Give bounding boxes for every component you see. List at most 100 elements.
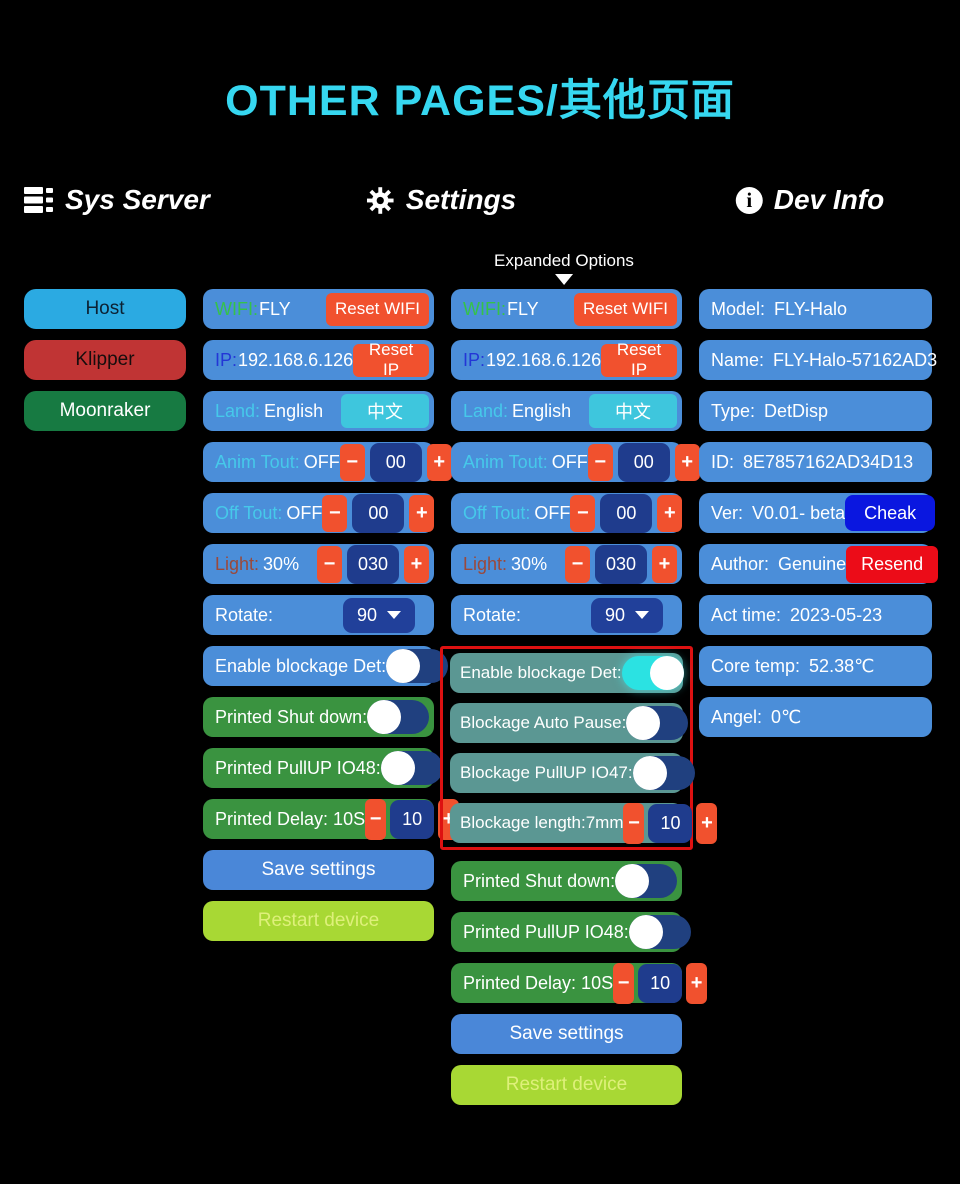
language-value: English (264, 400, 324, 421)
off-timeout-row: Off Tout: OFF − 00 + (203, 493, 435, 533)
anim-timeout-decrement-button[interactable]: − (587, 443, 613, 481)
restart-device-button[interactable]: Restart device (203, 901, 434, 941)
section-header-dev-info: i Dev Info (735, 184, 885, 216)
enable-blockage-toggle[interactable] (621, 656, 684, 690)
blockage-length-decrement-button[interactable]: − (623, 802, 645, 844)
reset-wifi-button[interactable]: Reset WIFI (325, 292, 429, 326)
version-row: Ver: V0.01- beta Cheak (699, 493, 936, 533)
light-decrement-button[interactable]: − (317, 545, 342, 583)
language-row: Land: English 中文 (451, 391, 682, 431)
type-label: Type: (711, 400, 756, 421)
off-timeout-increment-button[interactable]: + (657, 494, 683, 532)
printed-pullup-label: Printed PullUP IO48: (463, 921, 629, 942)
restart-device-button[interactable]: Restart device (451, 1065, 682, 1105)
chevron-down-icon (554, 274, 573, 285)
enable-blockage-toggle[interactable] (386, 649, 449, 683)
off-timeout-count: 00 (352, 493, 405, 533)
ip-row: IP: 192.168.6.126 Reset IP (451, 340, 682, 380)
klipper-button[interactable]: Klipper (24, 340, 186, 380)
expanded-options-caption: Expanded Options (494, 251, 634, 285)
light-stepper: − 030 + (317, 544, 429, 584)
blockage-pullup-label: Blockage PullUP IO47: (460, 763, 633, 782)
host-button[interactable]: Host (24, 289, 186, 329)
off-timeout-count: 00 (600, 493, 653, 533)
light-value: 30% (263, 553, 300, 574)
anim-timeout-value: OFF (551, 451, 588, 472)
light-decrement-button[interactable]: − (565, 545, 590, 583)
off-timeout-decrement-button[interactable]: − (322, 494, 348, 532)
printed-shutdown-toggle[interactable] (615, 864, 678, 898)
printed-delay-increment-button[interactable]: + (686, 962, 708, 1004)
name-label: Name: (711, 349, 765, 370)
section-header-settings: Settings (366, 184, 516, 216)
printed-delay-decrement-button[interactable]: − (365, 798, 387, 840)
light-stepper: − 030 + (565, 544, 677, 584)
blockage-auto-pause-toggle[interactable] (626, 706, 689, 740)
chinese-language-button[interactable]: 中文 (341, 394, 429, 428)
printed-pullup-label: Printed PullUP IO48: (215, 757, 381, 778)
reset-ip-button[interactable]: Reset IP (601, 340, 677, 379)
rotate-value: 90 (356, 604, 378, 625)
light-increment-button[interactable]: + (404, 545, 429, 583)
rotate-label: Rotate: (463, 604, 522, 625)
off-timeout-value: OFF (286, 502, 323, 523)
printed-pullup-toggle[interactable] (628, 915, 691, 949)
printed-shutdown-row: Printed Shut down: (203, 697, 434, 737)
reset-wifi-button[interactable]: Reset WIFI (573, 292, 677, 326)
rotate-label: Rotate: (215, 604, 274, 625)
off-timeout-decrement-button[interactable]: − (570, 494, 596, 532)
act-time-row: Act time: 2023-05-23 (699, 595, 932, 635)
printed-pullup-toggle[interactable] (380, 751, 443, 785)
section-header-label: Sys Server (65, 184, 210, 215)
wifi-row: WIFI: FLY Reset WIFI (203, 289, 434, 329)
gear-icon (366, 186, 394, 214)
model-row: Model: FLY-Halo (699, 289, 932, 329)
save-settings-button[interactable]: Save settings (203, 850, 434, 890)
ip-label: IP: (463, 349, 486, 370)
section-header-label: Dev Info (773, 184, 885, 215)
resend-button[interactable]: Resend (846, 545, 939, 583)
core-temp-value: 52.38℃ (809, 655, 875, 676)
wifi-label: WIFI: (215, 298, 258, 319)
printed-shutdown-row: Printed Shut down: (451, 861, 682, 901)
printed-pullup-row: Printed PullUP IO48: (203, 748, 443, 788)
blockage-pullup-toggle[interactable] (632, 756, 695, 790)
light-increment-button[interactable]: + (652, 545, 677, 583)
rotate-dropdown[interactable]: 90 (591, 597, 663, 633)
wifi-label: WIFI: (463, 298, 506, 319)
version-value: V0.01- beta (752, 502, 846, 523)
rotate-row: Rotate: 90 (203, 595, 434, 635)
language-label: Land: (215, 400, 261, 421)
anim-timeout-increment-button[interactable]: + (674, 443, 700, 481)
printed-delay-stepper: − 10 + (613, 962, 708, 1004)
rotate-dropdown[interactable]: 90 (343, 597, 415, 633)
check-update-button[interactable]: Cheak (845, 495, 936, 531)
enable-blockage-label: Enable blockage Det: (460, 663, 622, 682)
anim-timeout-value: OFF (303, 451, 340, 472)
blockage-length-row: Blockage length:7mm − 10 + (450, 802, 718, 844)
server-icon (24, 187, 53, 213)
core-temp-label: Core temp: (711, 655, 801, 676)
light-count: 030 (595, 544, 647, 584)
name-value: FLY-Halo-57162AD3 (773, 349, 938, 370)
anim-timeout-decrement-button[interactable]: − (339, 443, 365, 481)
anim-timeout-increment-button[interactable]: + (426, 443, 452, 481)
printed-delay-decrement-button[interactable]: − (613, 962, 635, 1004)
enable-blockage-label: Enable blockage Det: (215, 655, 387, 676)
dropdown-arrow-icon (635, 611, 650, 619)
ip-value: 192.168.6.126 (238, 349, 354, 370)
chinese-language-button[interactable]: 中文 (589, 394, 677, 428)
enable-blockage-row: Enable blockage Det: (450, 653, 684, 693)
printed-delay-label: Printed Delay: 10S (215, 808, 366, 829)
printed-delay-row: Printed Delay: 10S − 10 + (203, 798, 460, 840)
moonraker-button[interactable]: Moonraker (24, 391, 186, 431)
printed-shutdown-toggle[interactable] (367, 700, 430, 734)
reset-ip-button[interactable]: Reset IP (353, 340, 429, 379)
blockage-length-increment-button[interactable]: + (696, 802, 718, 844)
save-settings-button[interactable]: Save settings (451, 1014, 682, 1054)
off-timeout-stepper: − 00 + (570, 493, 683, 533)
dev-info-column: Model: FLY-Halo Name: FLY-Halo-57162AD3 … (699, 289, 939, 748)
core-temp-row: Core temp: 52.38℃ (699, 646, 932, 686)
printed-delay-row: Printed Delay: 10S − 10 + (451, 962, 708, 1004)
off-timeout-increment-button[interactable]: + (409, 494, 435, 532)
